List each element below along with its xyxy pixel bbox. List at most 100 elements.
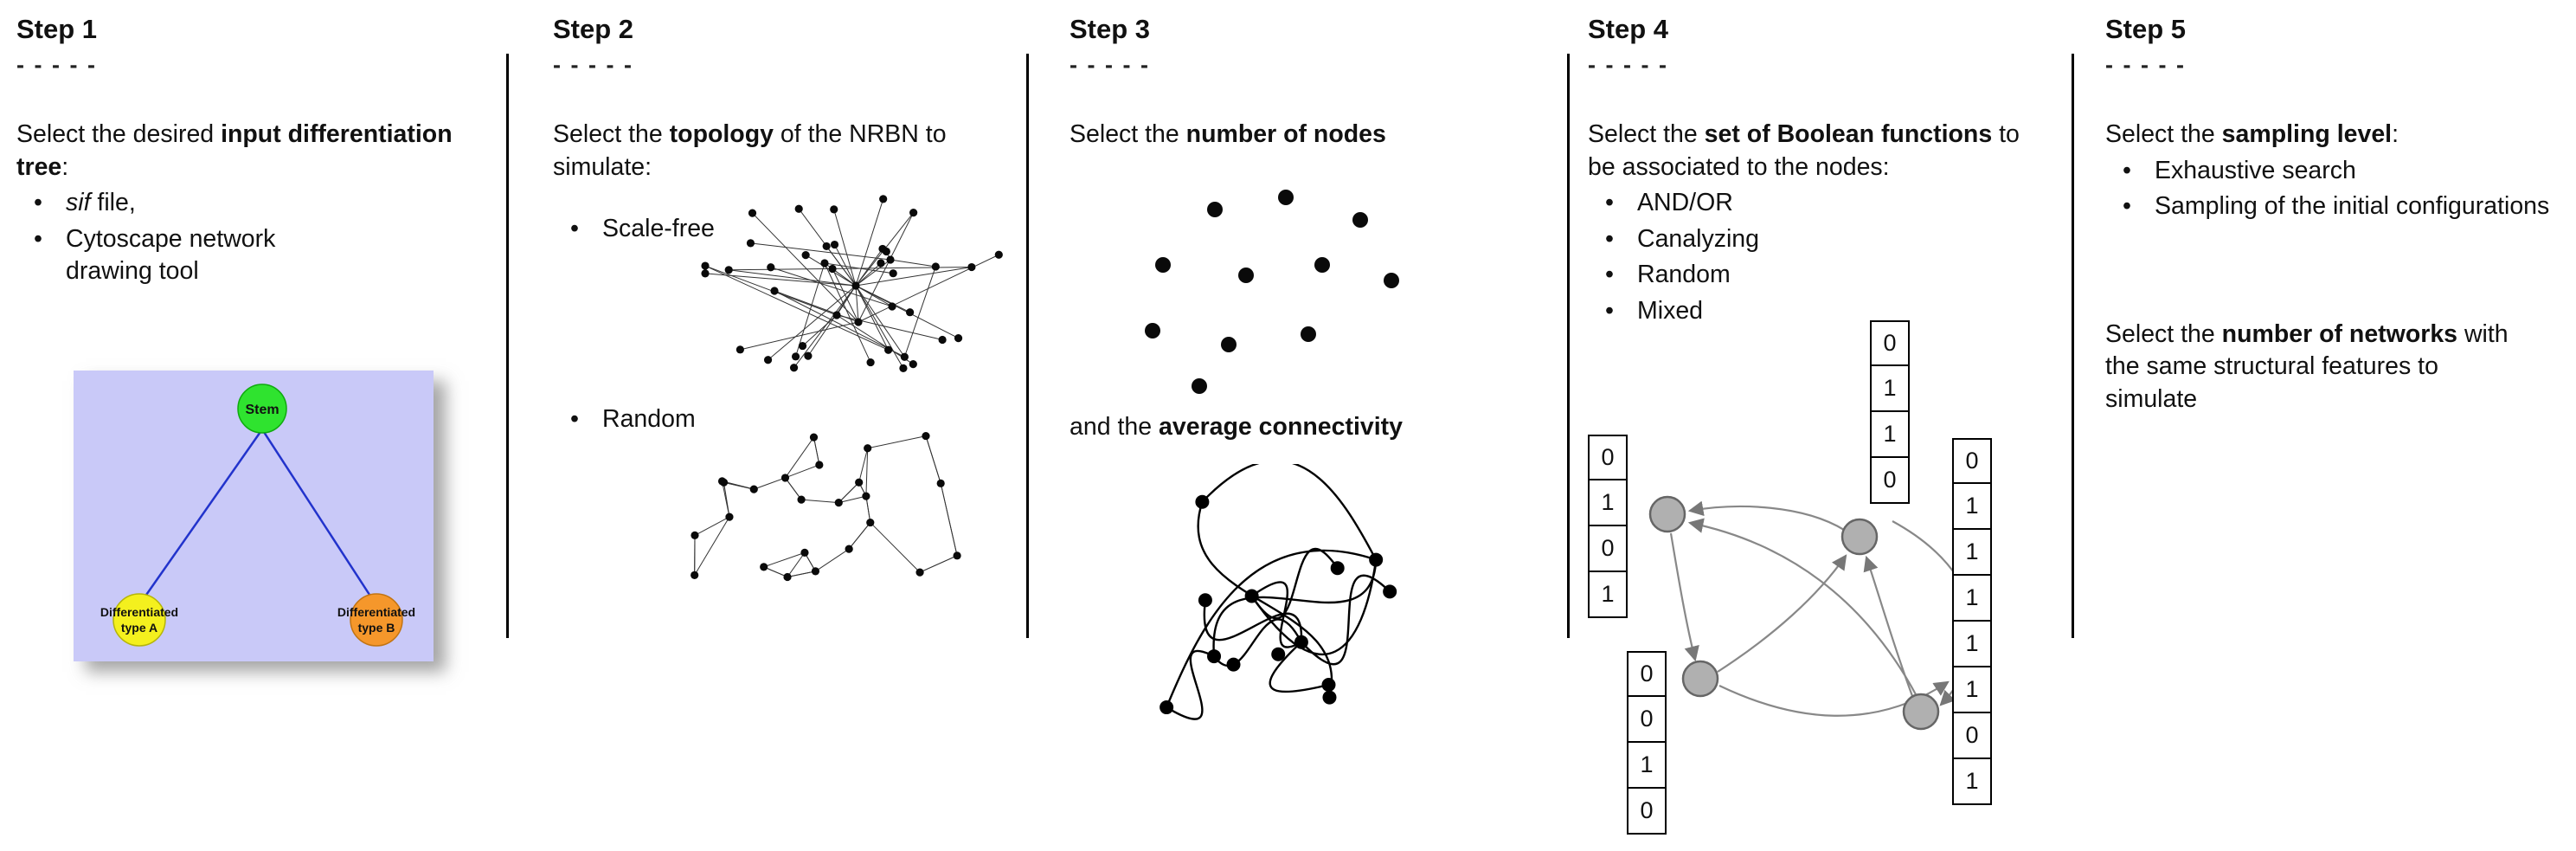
arrow-b-to-a <box>1687 500 1845 531</box>
step-1-intro: Select the desired input differentiation… <box>16 119 505 184</box>
boolean-node-a <box>1648 495 1686 533</box>
type-a-label-line1: Differentiated <box>100 605 178 619</box>
truth-table-right: 0 1 1 1 1 1 0 1 <box>1952 438 1992 805</box>
boolean-node-b <box>1840 518 1879 556</box>
arrow-a-to-c <box>1669 532 1699 662</box>
differentiation-tree-graphic: Stem Differentiated type A Differentiate… <box>74 371 434 661</box>
step-2-intro-pre: Select the <box>553 120 670 148</box>
truth-cell: 0 <box>1952 438 1992 484</box>
step-1-intro-bold: input differentiation tree <box>16 120 453 181</box>
step-5-bullet-sampling: Sampling of the initial configurations <box>2105 190 2555 223</box>
step-1-intro-pre: Select the desired <box>16 120 222 148</box>
step-4-intro-post: to be associated to the nodes: <box>1588 120 2020 181</box>
arrow-c-to-b <box>1717 554 1847 673</box>
step-4-title: Step 4 <box>1588 14 1669 44</box>
arrow-d-to-b <box>1863 555 1914 697</box>
step-3-title: Step 3 <box>1070 14 1151 44</box>
truth-cell: 0 <box>1627 651 1667 697</box>
truth-cell: 0 <box>1588 526 1628 572</box>
truth-cell: 0 <box>1588 435 1628 480</box>
truth-cell: 1 <box>1952 622 1992 667</box>
scale-free-network-graphic <box>701 195 1003 372</box>
truth-cell: 1 <box>1952 576 1992 622</box>
step-1-bullet-cytoscape: Cytoscape network drawing tool <box>16 223 363 288</box>
divider-1 <box>506 54 509 638</box>
truth-cell: 1 <box>1627 743 1667 789</box>
step-2-intro-bold: topology <box>669 120 774 148</box>
step-3-dashes: - - - - - <box>1070 52 1150 78</box>
boolean-node-d <box>1902 693 1940 731</box>
step-4-dashes: - - - - - <box>1588 52 1668 78</box>
boolean-node-c <box>1681 660 1719 698</box>
type-b-label-line2: type B <box>358 621 395 635</box>
connectivity-tangle-graphic <box>1160 464 1397 720</box>
divider-4 <box>2072 54 2074 638</box>
truth-cell: 1 <box>1952 667 1992 713</box>
step-4-bullet-canalyzing: Canalyzing <box>1588 223 2065 256</box>
tree-edge-left <box>143 429 264 598</box>
step-4-bullet-random: Random <box>1588 259 2065 292</box>
truth-cell: 0 <box>1627 789 1667 835</box>
truth-cell: 0 <box>1952 713 1992 759</box>
divider-2 <box>1026 54 1029 638</box>
step-1-bullet-sif-file: sif file, <box>16 187 363 220</box>
step-4-intro-bold: set of Boolean functions <box>1704 120 1993 148</box>
step-4-intro: Select the set of Boolean functions to b… <box>1588 119 2020 184</box>
step-3-line2-bold: average connectivity <box>1159 412 1403 441</box>
step-1-title: Step 1 <box>16 14 98 44</box>
step-3-line1-bold: number of nodes <box>1185 120 1386 148</box>
step-1-dashes: - - - - - <box>16 52 97 78</box>
step-4-panel: Step 4 - - - - - Select the set of Boole… <box>1588 0 2065 851</box>
step-5-p2-pre: Select the <box>2105 319 2222 348</box>
random-network-graphic <box>691 431 961 582</box>
nodes-dots-graphic <box>1145 190 1399 394</box>
step-4-intro-pre: Select the <box>1588 120 1705 148</box>
stem-label: Stem <box>245 403 279 417</box>
truth-table-left: 0 1 0 1 <box>1588 435 1628 618</box>
step-5-dashes: - - - - - <box>2105 52 2186 78</box>
truth-cell: 1 <box>1952 530 1992 576</box>
type-a-label-line2: type A <box>121 621 157 635</box>
step-4-bullet-list: AND/OR Canalyzing Random Mixed <box>1588 187 2065 327</box>
truth-cell: 1 <box>1952 484 1992 530</box>
step-3-line1-pre: Select the <box>1070 120 1186 148</box>
step-5-panel: Step 5 - - - - - Select the sampling lev… <box>2105 0 2555 851</box>
step-1-intro-post: : <box>61 152 69 181</box>
boolean-network-graphic: 0 1 0 1 0 1 1 0 0 0 1 0 0 1 1 1 1 1 0 1 <box>1588 305 2065 851</box>
step-5-sampling-line: Select the sampling level: <box>2105 119 2512 152</box>
truth-cell: 0 <box>1870 320 1910 366</box>
truth-cell: 0 <box>1870 458 1910 504</box>
truth-cell: 1 <box>1588 480 1628 526</box>
step-5-bullet-list: Exhaustive search Sampling of the initia… <box>2105 155 2555 223</box>
step-5-p1-pre: Select the <box>2105 120 2222 148</box>
step-5-bullet-exhaustive: Exhaustive search <box>2105 155 2555 188</box>
step-2-intro: Select the topology of the NRBN to simul… <box>553 119 1025 184</box>
step-3-line1: Select the number of nodes <box>1070 119 1567 152</box>
divider-3 <box>1567 54 1570 638</box>
step-5-p2-post: with the same structural features to sim… <box>2105 319 2509 414</box>
arrow-d-to-a <box>1687 518 1918 697</box>
step-2-panel: Step 2 - - - - - Select the topology of … <box>553 0 1025 851</box>
step-2-bullet-scale-free: Scale-free <box>553 213 1025 246</box>
step-1-panel: Step 1 - - - - - Select the desired inpu… <box>16 0 505 851</box>
step-5-title: Step 5 <box>2105 14 2187 44</box>
tree-edge-right <box>260 429 373 598</box>
sif-file-rest: file, <box>90 189 136 217</box>
type-b-label-line1: Differentiated <box>337 605 415 619</box>
step-3-line2: and the average connectivity <box>1070 411 1567 444</box>
step-1-bullet-list: sif file, Cytoscape network drawing tool <box>16 187 363 288</box>
truth-table-bottom-left: 0 0 1 0 <box>1627 651 1667 835</box>
truth-cell: 1 <box>1870 366 1910 412</box>
step-4-bullet-mixed: Mixed <box>1588 295 2065 328</box>
differentiated-type-b-node <box>350 593 403 647</box>
step-5-networks-line: Select the number of networks with the s… <box>2105 319 2512 416</box>
differentiated-type-a-node <box>112 593 166 647</box>
step-3-line2-pre: and the <box>1070 412 1160 441</box>
step-5-p2-bold: number of networks <box>2221 319 2458 348</box>
step-5-p1-bold: sampling level <box>2221 120 2393 148</box>
boolean-network-svg <box>1648 495 1975 731</box>
truth-cell: 0 <box>1627 697 1667 743</box>
step-2-title: Step 2 <box>553 14 634 44</box>
step-2-bullet-random: Random <box>553 403 1025 436</box>
truth-cell: 1 <box>1588 572 1628 618</box>
